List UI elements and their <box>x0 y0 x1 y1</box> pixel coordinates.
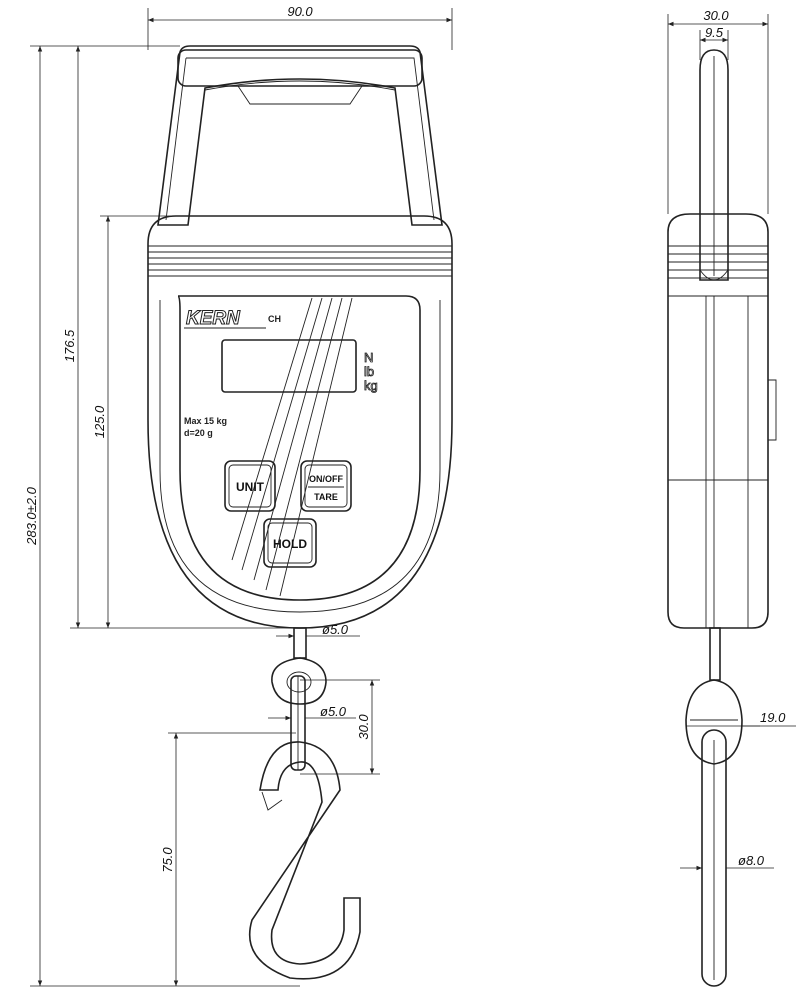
dim-overall-width: 90.0 <box>287 4 313 19</box>
hold-button-label: HOLD <box>273 537 307 551</box>
side-hook-assembly <box>685 627 743 987</box>
tare-label: TARE <box>314 492 338 502</box>
dim-hook-thickness: 9.5 <box>705 25 724 40</box>
brand-suffix: CH <box>268 314 281 324</box>
hold-button[interactable]: HOLD <box>263 518 317 568</box>
dim-link-length: 30.0 <box>356 714 371 740</box>
scale-housing <box>147 215 453 629</box>
carry-handle <box>157 45 443 226</box>
side-housing <box>667 213 777 629</box>
unit-n: N <box>364 350 373 365</box>
lcd-display <box>221 339 357 393</box>
side-handle <box>699 49 729 281</box>
dim-link-width: 19.0 <box>760 710 786 725</box>
side-dimensions: 30.0 9.5 19.0 ø8.0 <box>667 8 796 871</box>
side-view: 30.0 9.5 19.0 ø8.0 <box>667 8 796 987</box>
dim-hook-length: 75.0 <box>160 847 175 873</box>
dim-eye-diameter: ø5.0 <box>322 622 349 637</box>
unit-kg: kg <box>364 378 378 393</box>
front-view: KERN CH N lb kg Max 15 kg d=20 g UNIT ON… <box>24 4 453 987</box>
unit-button-label: UNIT <box>236 480 265 494</box>
brand-logo: KERN <box>186 308 241 329</box>
front-dimensions: 90.0 283.0±2.0 176.5 125.0 ø5.0 ø5.0 30.… <box>24 4 453 987</box>
division-label: d=20 g <box>184 428 213 438</box>
onoff-label: ON/OFF <box>309 474 343 484</box>
dim-hook-diameter: ø8.0 <box>738 853 765 868</box>
dim-link-diameter: ø5.0 <box>320 704 347 719</box>
dim-side-width: 30.0 <box>703 8 729 23</box>
dim-height-to-hook-top: 176.5 <box>62 329 77 362</box>
max-capacity-label: Max 15 kg <box>184 416 227 426</box>
onoff-tare-button[interactable]: ON/OFF TARE <box>300 460 352 512</box>
hook-assembly <box>248 627 361 980</box>
dim-housing-height: 125.0 <box>92 405 107 438</box>
unit-lb: lb <box>364 364 374 379</box>
dim-overall-height: 283.0±2.0 <box>24 486 39 546</box>
unit-button[interactable]: UNIT <box>224 460 276 512</box>
